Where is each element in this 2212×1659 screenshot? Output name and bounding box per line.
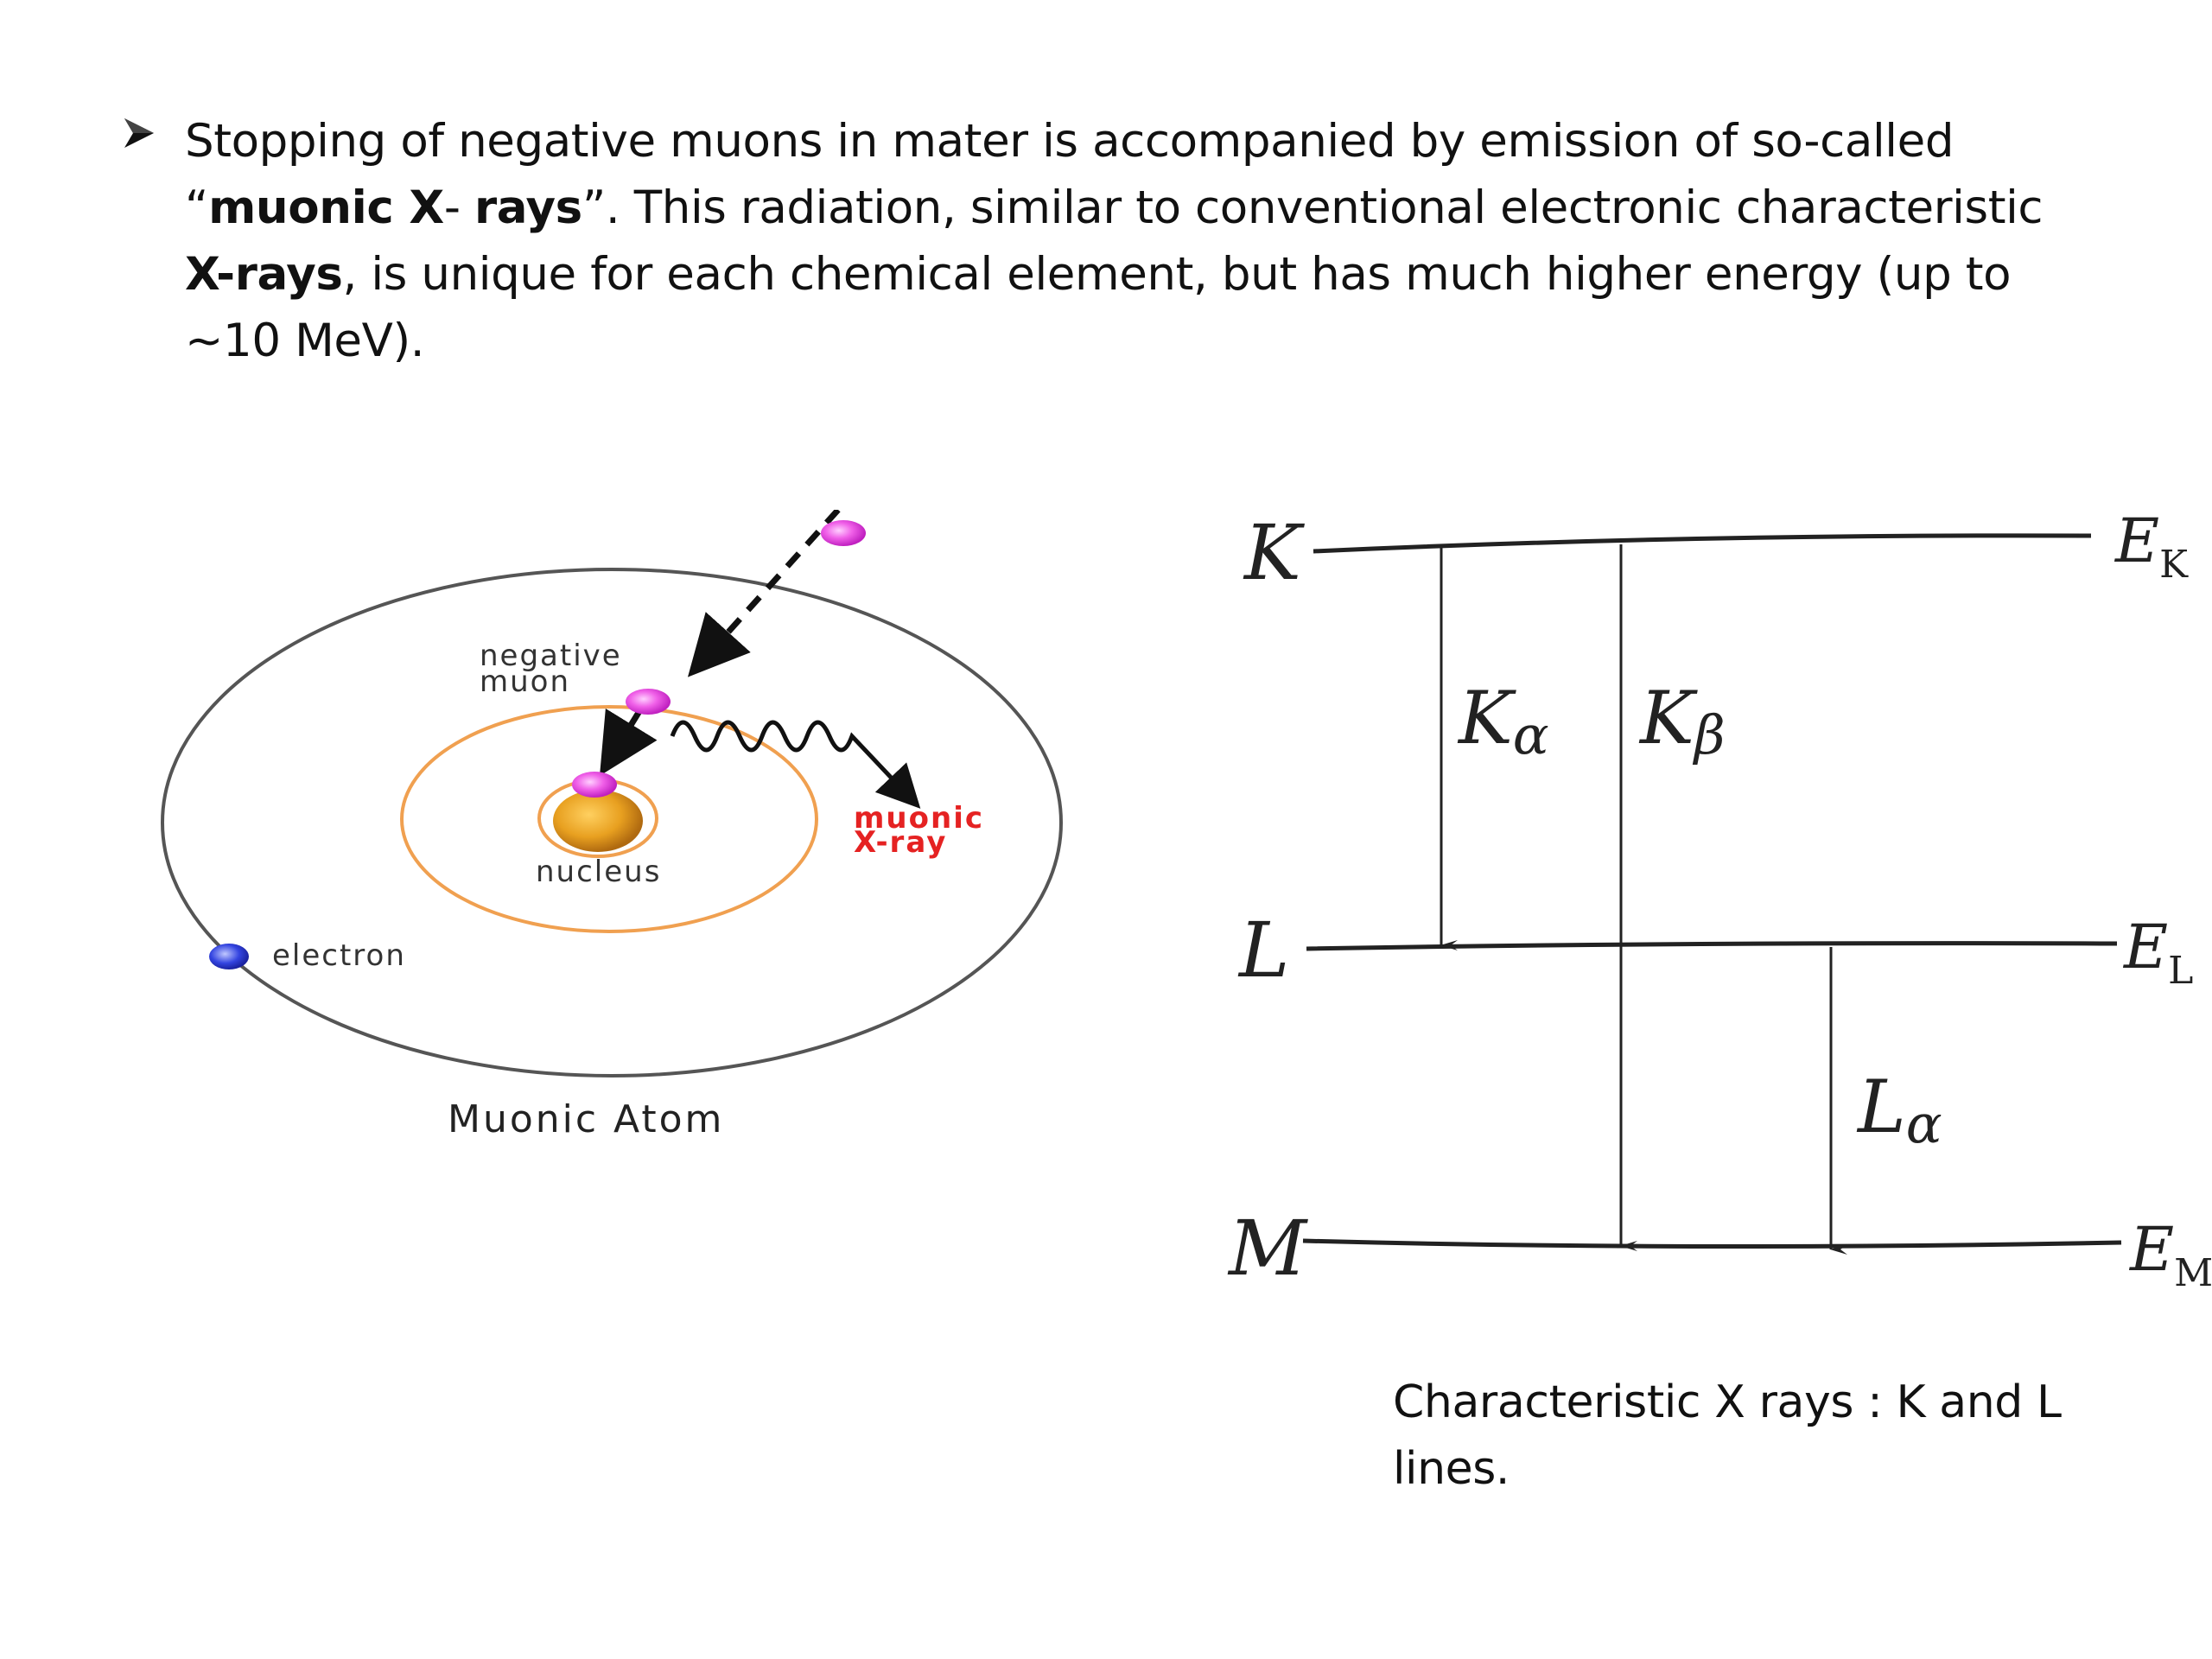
bold-term-muonic-x: muonic X xyxy=(208,181,444,234)
level-letter-l: L xyxy=(1237,906,1289,995)
bold-term-x-rays: X-rays xyxy=(185,248,343,301)
level-letter-k: K xyxy=(1243,510,1305,597)
bullet-text: Stopping of negative muons in mater is a… xyxy=(185,108,2103,374)
orbiting-muon xyxy=(626,689,671,715)
muonic-xray-wave xyxy=(670,720,921,809)
electron-sphere xyxy=(209,944,249,969)
muonic-atom-title: Muonic Atom xyxy=(448,1097,724,1141)
outer-orbit xyxy=(161,568,1063,1077)
incoming-muon xyxy=(821,520,866,546)
text-segment: , is unique for each chemical element, b… xyxy=(185,248,2012,367)
diagram-caption: Characteristic X rays : K and L lines. xyxy=(1393,1376,2062,1495)
muonic-xray-label-line2: X-ray xyxy=(854,825,947,860)
text-segment: - xyxy=(443,181,475,234)
energy-label-m: EM xyxy=(2128,1214,2212,1295)
energy-label-l: EL xyxy=(2122,912,2193,993)
level-letter-m: M xyxy=(1227,1204,1308,1293)
level-line-k xyxy=(1313,533,2092,554)
energy-label-k: EK xyxy=(2113,510,2189,587)
l-alpha-label: Lα xyxy=(1856,1065,1942,1155)
nucleus-label: nucleus xyxy=(536,855,661,889)
electron-label: electron xyxy=(272,938,406,973)
muonic-atom-diagram: negative muon nucleus electron muonic X-… xyxy=(161,510,1063,1141)
negative-muon-label-line2: muon xyxy=(480,664,570,699)
muon-path-dashed xyxy=(687,510,841,677)
bold-term-rays: rays xyxy=(474,181,582,234)
level-line-l xyxy=(1306,941,2118,951)
negative-muon-label: negative xyxy=(480,639,622,673)
right-arrow-bullet-icon xyxy=(124,118,154,148)
captured-muon xyxy=(572,772,617,798)
xray-energy-level-diagram: K L M EK EL EM Kα Kβ Lα xyxy=(1227,510,2212,1295)
level-line-m xyxy=(1302,1238,2122,1249)
k-alpha-label: Kα xyxy=(1457,676,1549,766)
muonic-xray-label: muonic xyxy=(854,801,984,836)
text-segment: Stopping of negative muons in mater is a… xyxy=(185,115,1955,234)
muon-orbit xyxy=(400,705,818,933)
k-beta-label: Kβ xyxy=(1638,676,1726,766)
nucleus-sphere xyxy=(553,790,643,852)
muon-path-solid xyxy=(599,702,658,776)
text-segment: ”. This radiation, similar to convention… xyxy=(582,181,2044,234)
